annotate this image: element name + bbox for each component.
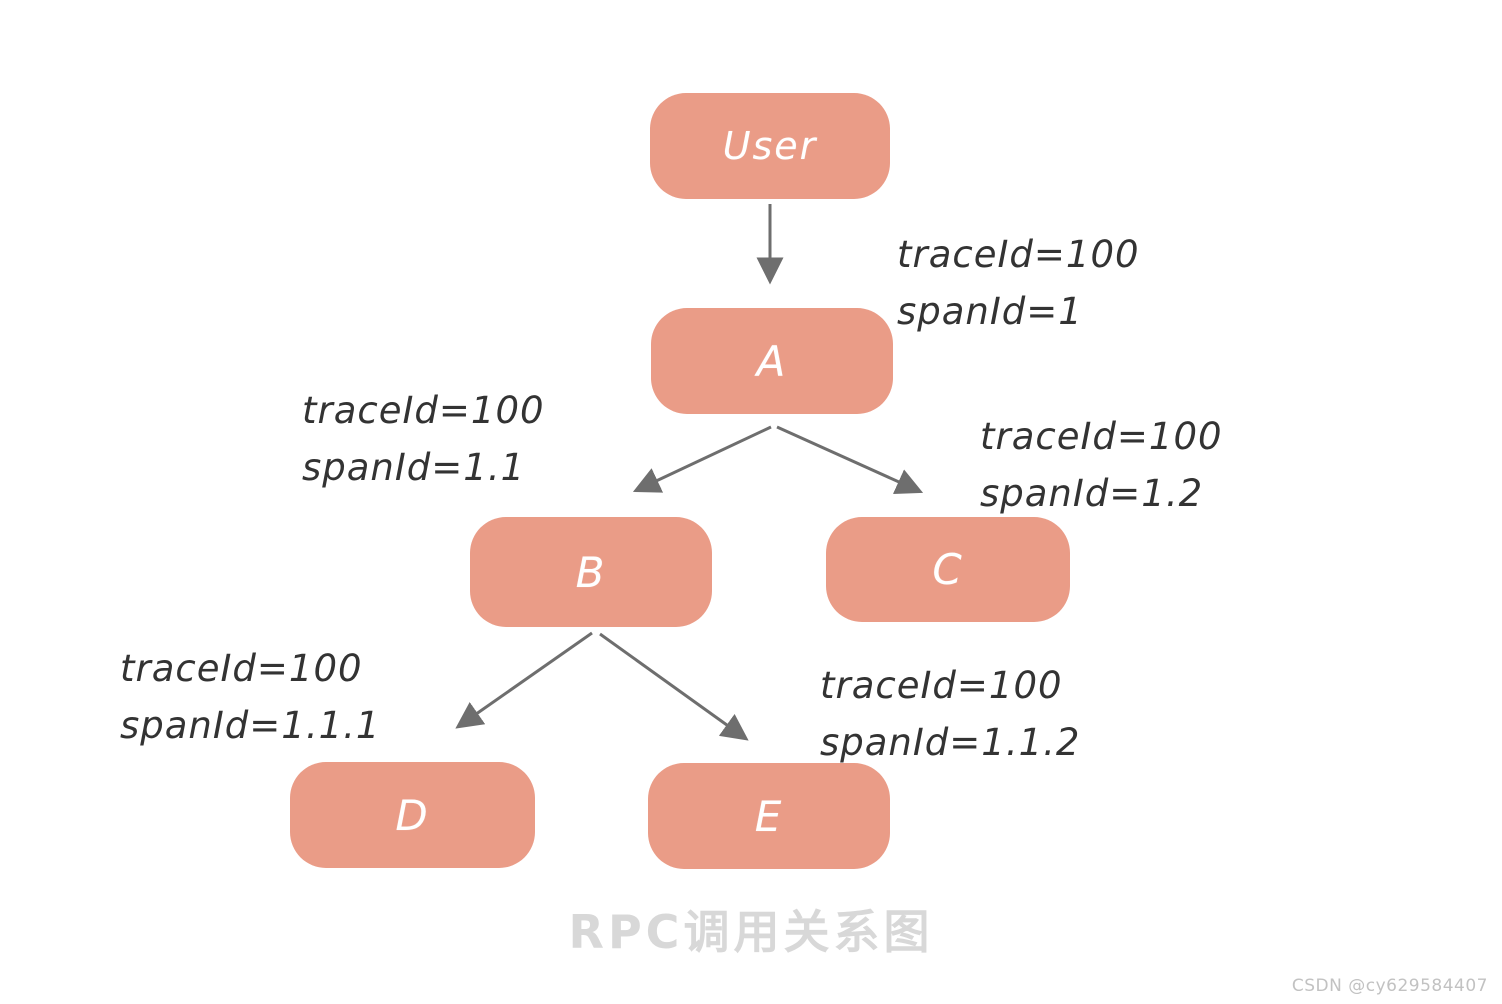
trace-id-text: traceId=100 — [302, 389, 545, 432]
arrow-b-to-e — [599, 632, 749, 741]
trace-id-text: traceId=100 — [120, 647, 363, 690]
diagram-caption: RPC调用关系图 — [568, 905, 934, 959]
arrow-b-to-d — [455, 631, 593, 729]
span-id-text: spanId=1.1 — [302, 446, 526, 490]
edge-label-user-a: traceId=100 spanId=1 — [897, 226, 1140, 341]
trace-id-text: traceId=100 — [820, 664, 1063, 707]
arrow-a-to-c — [776, 425, 924, 495]
span-id-text: spanId=1.1.2 — [820, 721, 1081, 765]
node-d: D — [290, 762, 535, 868]
node-c: C — [826, 517, 1070, 622]
trace-id-text: traceId=100 — [980, 415, 1223, 458]
node-user: User — [650, 93, 890, 199]
edge-label-b-e: traceId=100 spanId=1.1.2 — [820, 657, 1080, 772]
node-b: B — [470, 517, 712, 627]
arrow-a-to-b — [632, 425, 772, 493]
node-a: A — [651, 308, 893, 414]
node-e: E — [648, 763, 890, 869]
watermark: CSDN @cy629584407 — [1291, 976, 1488, 996]
edge-label-a-b: traceId=100 spanId=1.1 — [302, 382, 545, 497]
span-id-text: spanId=1.2 — [980, 472, 1204, 516]
trace-id-text: traceId=100 — [897, 233, 1140, 276]
edge-label-b-d: traceId=100 spanId=1.1.1 — [120, 640, 380, 755]
edge-label-a-c: traceId=100 spanId=1.2 — [980, 408, 1223, 523]
span-id-text: spanId=1.1.1 — [120, 704, 381, 748]
span-id-text: spanId=1 — [897, 290, 1083, 334]
